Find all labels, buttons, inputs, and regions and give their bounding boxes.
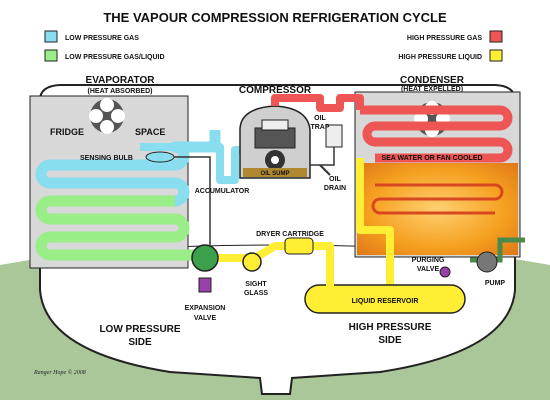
legend-low-gas: LOW PRESSURE GAS — [65, 35, 139, 42]
condenser-coil — [360, 105, 513, 163]
sight-glass-label-1: SIGHT — [245, 281, 267, 288]
high-side-label-2: SIDE — [378, 335, 402, 346]
oil-trap-label-2: TRAP — [310, 124, 329, 131]
sensing-bulb-label: SENSING BULB — [80, 155, 133, 162]
oil-sump-label: OIL SUMP — [261, 171, 290, 177]
sensing-bulb-capillary — [160, 156, 211, 245]
sea-water-label: SEA WATER OR FAN COOLED — [381, 155, 482, 162]
legend-high-liquid: HIGH PRESSURE LIQUID — [398, 54, 482, 61]
space-label: SPACE — [135, 127, 165, 137]
sea-water-coil — [371, 183, 504, 215]
purging-valve — [439, 266, 451, 278]
high-side-label-1: HIGH PRESSURE — [349, 322, 432, 333]
expansion-valve-knob — [198, 277, 212, 293]
condenser-heat — [357, 163, 518, 255]
purging-valve-label-2: VALVE — [417, 266, 440, 273]
diagram-title: THE VAPOUR COMPRESSION REFRIGERATION CYC… — [103, 10, 447, 25]
evaporator-coil-gas — [35, 130, 221, 207]
dryer-cartridge-label: DRYER CARTRIDGE — [256, 231, 324, 238]
low-side-label-2: SIDE — [128, 337, 152, 348]
oil-trap-label-1: OIL — [314, 115, 326, 122]
liquid-line — [210, 242, 334, 288]
condenser-outlet — [356, 158, 394, 288]
sight-glass-label-2: GLASS — [244, 290, 268, 297]
legend: LOW PRESSURE GAS LOW PRESSURE GAS/LIQUID… — [44, 30, 503, 62]
legend-swatch-high-liquid — [489, 49, 503, 62]
legend-low-mix: LOW PRESSURE GAS/LIQUID — [65, 54, 165, 61]
oil-drain-label-2: DRAIN — [324, 185, 346, 192]
accumulator-label: ACCUMULATOR — [195, 188, 250, 195]
sight-glass — [242, 252, 262, 272]
dryer-cartridge — [284, 237, 314, 255]
pump — [476, 251, 498, 273]
legend-high-gas: HIGH PRESSURE GAS — [407, 35, 482, 42]
oil-return-line — [310, 147, 335, 166]
fridge-label: FRIDGE — [50, 127, 84, 137]
liquid-reservoir — [304, 284, 466, 314]
compressor — [239, 105, 311, 179]
expansion-valve-label-1: EXPANSION — [185, 305, 226, 312]
condenser-label: CONDENSER — [400, 75, 465, 86]
heat-expelled-label: (HEAT EXPELLED) — [401, 86, 463, 93]
fridge-fan — [89, 98, 125, 134]
sensing-bulb — [145, 151, 175, 163]
evaporator-label: EVAPORATOR — [86, 75, 156, 86]
purging-valve-label-1: PURGING — [412, 257, 445, 264]
legend-swatch-high-gas — [489, 30, 503, 43]
suction-line — [140, 143, 245, 184]
expansion-valve — [191, 244, 219, 272]
oil-drain-label-1: OIL — [329, 176, 341, 183]
compressor-label: COMPRESSOR — [239, 85, 312, 96]
heat-absorbed-label: (HEAT ABSORBED) — [88, 88, 153, 95]
legend-swatch-low-gas — [44, 30, 58, 43]
expansion-valve-label-2: VALVE — [194, 315, 217, 322]
evaporator-coil-mix — [35, 195, 205, 261]
oil-drain-pipe — [319, 164, 331, 176]
low-side-label-1: LOW PRESSURE — [99, 324, 180, 335]
discharge-line — [271, 94, 364, 112]
pump-label: PUMP — [485, 280, 506, 287]
liquid-reservoir-label: LIQUID RESERVOIR — [352, 298, 419, 305]
credit: Ranger Hope © 2008 — [33, 369, 86, 376]
legend-swatch-low-mix — [44, 49, 58, 62]
